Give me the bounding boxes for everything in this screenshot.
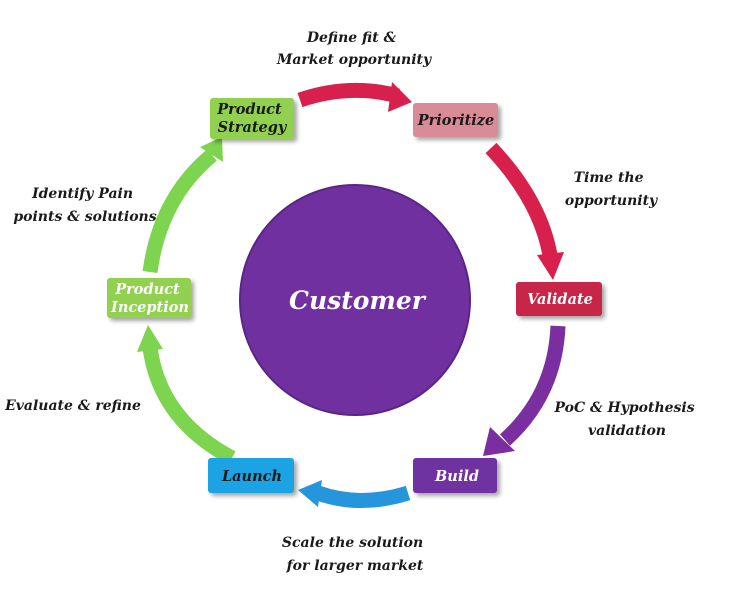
arrow-strategy-to-prioritize <box>297 82 412 112</box>
transition-label-evaluate-refine: Evaluate & refine <box>4 398 141 414</box>
arrow-build-to-launch <box>298 480 411 508</box>
define-fit-line-2: Market opportunity <box>276 52 432 68</box>
identify-pain-line-2: points & solutions <box>13 209 156 225</box>
stage-validate <box>516 282 602 316</box>
scale-solution-line-2: for larger market <box>286 558 424 574</box>
poc-validation-line-1: PoC & Hypothesis <box>553 400 694 416</box>
arrow-prioritize-to-validate <box>485 142 564 280</box>
product-inception-line-2: Inception <box>110 299 189 316</box>
stage-build <box>413 458 497 493</box>
transition-label-scale-solution: Scale the solution for larger market <box>282 535 428 574</box>
transition-label-time-opportunity: Time the opportunity <box>565 170 658 209</box>
time-opportunity-line-2: opportunity <box>565 193 658 209</box>
customer-label: Customer <box>289 286 427 315</box>
product-strategy-line-1: Product <box>216 101 282 118</box>
poc-validation-line-2: validation <box>588 423 666 439</box>
stage-launch <box>208 458 294 493</box>
prioritize-label: Prioritize <box>417 112 495 129</box>
customer-circle <box>239 184 471 416</box>
transition-label-define-fit: Define fit & Market opportunity <box>276 30 432 68</box>
identify-pain-line-1: Identify Pain <box>31 186 133 202</box>
transition-label-poc-validation: PoC & Hypothesis validation <box>553 400 699 439</box>
define-fit-line-1: Define fit & <box>306 30 397 46</box>
stage-product-inception <box>107 278 191 318</box>
product-strategy-label: Product Strategy <box>216 101 288 136</box>
validate-label: Validate <box>527 291 593 308</box>
product-inception-label: Product Inception <box>110 281 189 316</box>
scale-solution-line-1: Scale the solution <box>282 535 423 551</box>
stage-prioritize <box>413 103 498 137</box>
product-inception-line-1: Product <box>114 281 180 298</box>
build-label: Build <box>434 468 479 485</box>
product-strategy-line-2: Strategy <box>218 119 288 136</box>
arrow-launch-to-inception <box>137 325 236 465</box>
arrow-inception-to-strategy <box>142 137 223 274</box>
transition-label-identify-pain: Identify Pain points & solutions <box>13 186 156 225</box>
stage-product-strategy <box>210 98 294 139</box>
time-opportunity-line-1: Time the <box>574 170 644 186</box>
launch-label: Launch <box>221 468 282 485</box>
arrow-validate-to-build <box>483 325 566 456</box>
